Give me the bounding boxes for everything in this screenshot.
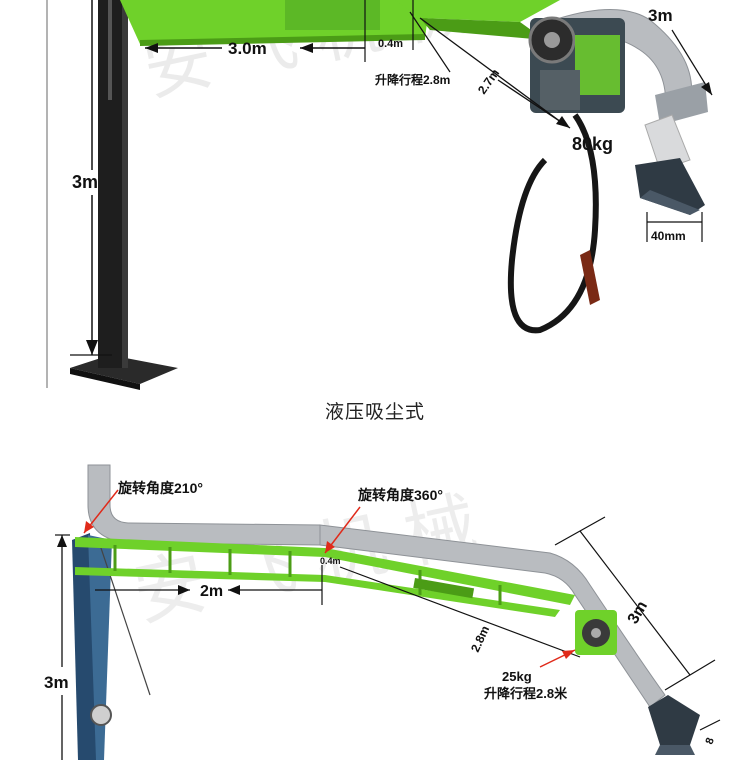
offset-label: 0.4m <box>378 38 403 50</box>
hood-size-label: 8 <box>704 736 717 746</box>
duct-length-label: 3m <box>648 6 673 25</box>
duct-length-label: 3m <box>625 598 651 627</box>
watermark-text: 安 飞 机 械 <box>127 485 484 636</box>
boom-arm <box>120 0 560 46</box>
arm-length-label: 2.8m <box>468 624 492 655</box>
hood-size-dimension <box>699 719 721 731</box>
figure-caption: 液压吸尘式 <box>324 401 425 423</box>
bottom-figure: 安 飞 机 械 旋转角度210° 旋转 <box>0 445 750 760</box>
height-dimension <box>70 0 112 356</box>
suction-hood-icon <box>648 695 700 755</box>
post-icon <box>70 0 178 390</box>
top-figure-drawing: 安 飞 机 械 <box>46 0 713 390</box>
height-dimension <box>55 534 70 760</box>
boom-length-dimension <box>145 0 414 62</box>
rotation-1-label: 旋转角度210° <box>117 480 203 496</box>
lift-travel-leader <box>409 11 451 73</box>
bottom-figure-drawing: 安 飞 机 械 旋转角度210° 旋转 <box>44 464 721 760</box>
hood-size-label: 40mm <box>651 229 686 243</box>
arm-length-dimension <box>339 566 581 658</box>
boom-length-label: 2m <box>200 583 223 600</box>
lift-travel-label: 升降行程2.8米 <box>484 686 568 701</box>
hood-size-dimension <box>646 212 703 242</box>
boom-length-label: 3.0m <box>228 39 267 58</box>
cable-coil-icon <box>507 113 600 334</box>
suction-hood-icon <box>635 158 705 215</box>
height-label: 3m <box>44 673 69 692</box>
top-figure: 安 飞 机 械 <box>46 0 713 390</box>
welder-unit-icon <box>528 16 625 113</box>
arm-length-label: 2.7m <box>475 66 502 96</box>
rotation-2-label: 旋转角度360° <box>357 487 443 503</box>
post-icon <box>72 533 151 760</box>
load-label: 25kg <box>502 669 532 684</box>
offset-label: 0.4m <box>320 556 341 566</box>
lift-travel-label: 升降行程2.8m <box>375 72 450 87</box>
welder-unit-icon <box>575 610 617 655</box>
duct-length-dimension <box>671 29 713 96</box>
load-label: 80kg <box>572 134 613 154</box>
duct-length-dimension <box>554 516 716 691</box>
arm-length-dimension <box>419 17 571 129</box>
boom-arm <box>75 537 575 617</box>
boom-length-dimension <box>95 565 323 605</box>
height-label: 3m <box>72 172 98 192</box>
